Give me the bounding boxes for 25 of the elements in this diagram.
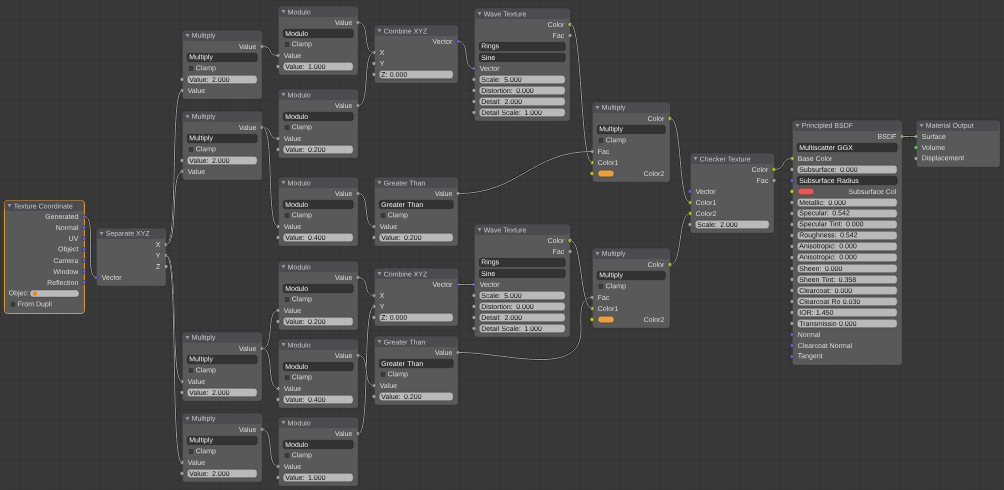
- link-curve: [261, 428, 279, 468]
- link-curve: [261, 45, 279, 57]
- link-curve: [773, 157, 793, 171]
- link-curve: [357, 276, 375, 297]
- link-curve: [457, 40, 475, 70]
- link-curve: [457, 296, 593, 361]
- link-curve: [457, 283, 475, 286]
- link-curve: [357, 192, 375, 228]
- link-curve: [457, 150, 593, 195]
- link-curve: [569, 239, 593, 310]
- link-curve: [261, 347, 279, 390]
- link-curve: [165, 254, 183, 464]
- link-curve: [357, 51, 375, 107]
- link-curve: [165, 170, 183, 246]
- link-curve: [261, 126, 279, 228]
- link-curve: [357, 354, 375, 387]
- link-curve: [669, 117, 691, 204]
- link-curve: [261, 126, 279, 140]
- link-curve: [357, 305, 375, 435]
- link-curve: [901, 135, 917, 138]
- link-curve: [669, 212, 691, 266]
- link-curve: [357, 21, 375, 54]
- link-curve: [84, 215, 97, 279]
- link-curve: [569, 23, 593, 164]
- link-curve: [261, 309, 279, 350]
